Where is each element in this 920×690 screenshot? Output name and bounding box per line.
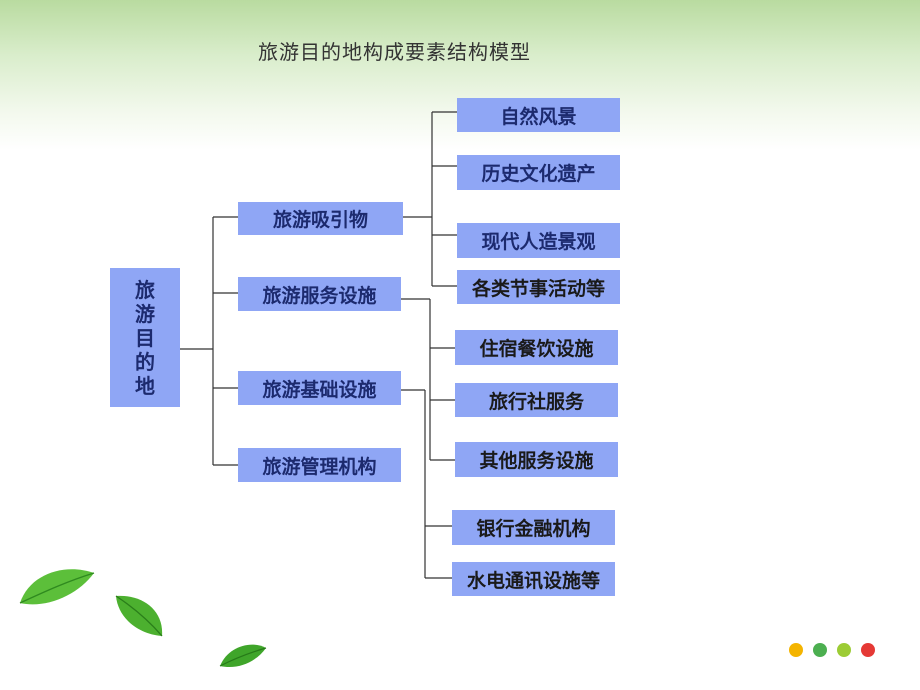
- decor-dot-red: [861, 643, 875, 657]
- root-char: 目: [135, 325, 155, 350]
- leaf-node: 各类节事活动等: [457, 270, 620, 304]
- leaf-node: 历史文化遗产: [457, 155, 620, 190]
- category-node-attractions: 旅游吸引物: [238, 202, 403, 235]
- leaf-node: 住宿餐饮设施: [455, 330, 618, 365]
- leaf-icon: [115, 595, 163, 637]
- leaf-node: 旅行社服务: [455, 383, 618, 417]
- leaf-node: 自然风景: [457, 98, 620, 132]
- leaf-icon: [19, 569, 95, 605]
- root-char: 的: [135, 349, 155, 374]
- category-node-infrastructure: 旅游基础设施: [238, 371, 401, 405]
- leaf-node: 水电通讯设施等: [452, 562, 615, 596]
- root-node-destination: 旅 游 目 的 地: [110, 268, 180, 407]
- leaf-icon: [219, 644, 267, 668]
- slide-title: 旅游目的地构成要素结构模型: [258, 40, 531, 64]
- category-node-management: 旅游管理机构: [238, 448, 401, 482]
- root-char: 旅: [135, 277, 155, 302]
- root-char: 地: [135, 373, 155, 398]
- root-char: 游: [135, 301, 155, 326]
- category-node-service-facilities: 旅游服务设施: [238, 277, 401, 311]
- leaf-node: 银行金融机构: [452, 510, 615, 545]
- decor-dot-lime: [837, 643, 851, 657]
- decor-dot-yellow: [789, 643, 803, 657]
- decor-dot-green: [813, 643, 827, 657]
- leaf-node: 其他服务设施: [455, 442, 618, 477]
- leaf-node: 现代人造景观: [457, 223, 620, 258]
